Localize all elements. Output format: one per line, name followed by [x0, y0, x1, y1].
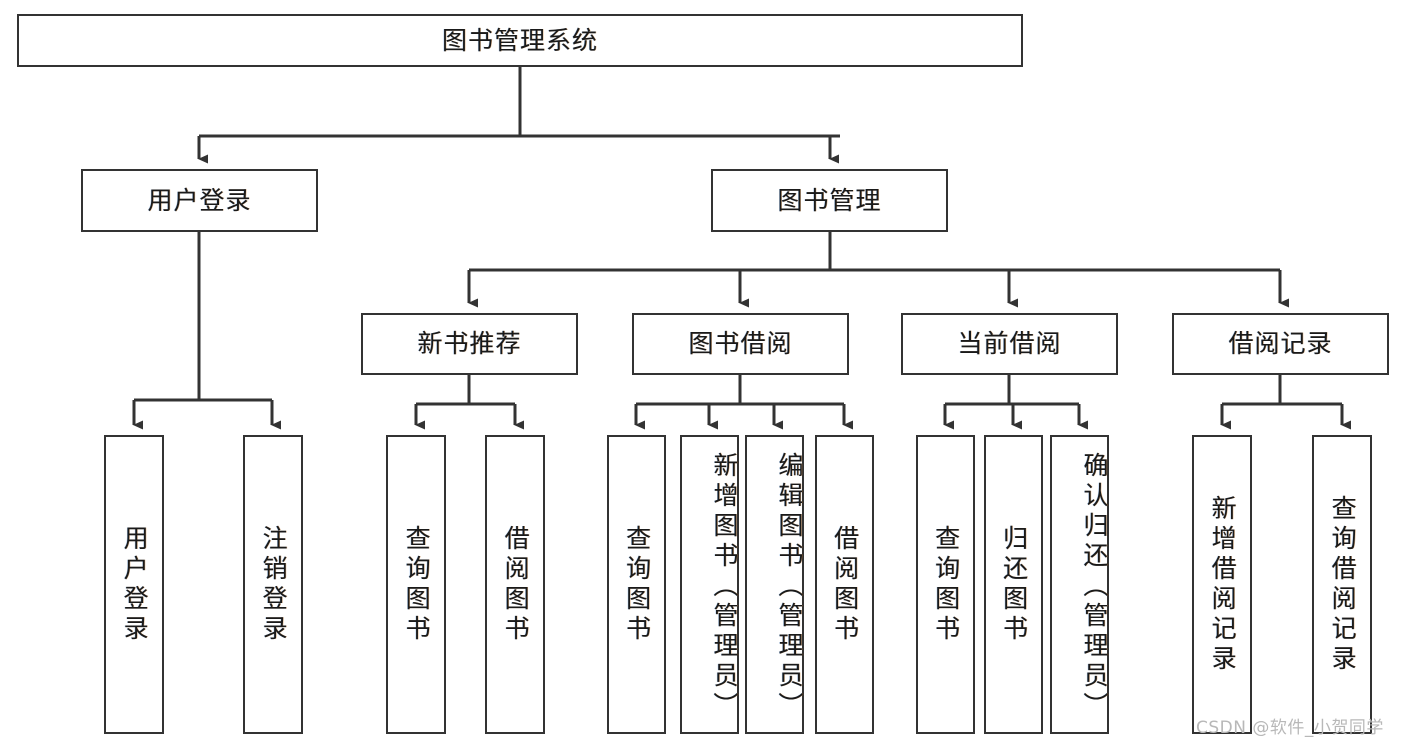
edge-newbook-to-leaves — [414, 375, 524, 430]
node-current-borrowing[interactable]: 当前借阅 — [901, 313, 1118, 375]
node-label: 当前借阅 — [957, 329, 1062, 359]
node-leaf-query-borrowing-record[interactable]: 查询借阅记录 — [1312, 435, 1372, 734]
node-label: 查询图书 — [622, 524, 652, 645]
node-label: 查询图书 — [402, 524, 432, 645]
node-leaf-add-book-admin[interactable]: 新增图书（管理员） — [680, 435, 739, 734]
edge-bookmgmt-to-level3 — [467, 232, 1289, 308]
node-book-borrowing[interactable]: 图书借阅 — [632, 313, 849, 375]
csdn-watermark: CSDN @软件_小贺同学 — [1196, 718, 1384, 738]
node-leaf-confirm-return-admin[interactable]: 确认归还（管理员） — [1050, 435, 1109, 734]
node-label: 注销登录 — [259, 524, 289, 645]
node-label: 借阅图书 — [501, 524, 531, 645]
node-label: 查询借阅记录 — [1328, 494, 1358, 675]
node-label: 图书管理系统 — [441, 25, 598, 55]
node-leaf-query-book-current[interactable]: 查询图书 — [916, 435, 975, 734]
node-borrowing-records[interactable]: 借阅记录 — [1172, 313, 1389, 375]
node-leaf-add-borrowing-record[interactable]: 新增借阅记录 — [1192, 435, 1252, 734]
node-label: 查询图书 — [931, 524, 961, 645]
node-label: 借阅图书 — [830, 524, 860, 645]
node-label: 新增图书（管理员） — [710, 451, 739, 722]
node-leaf-borrow-book-newbook[interactable]: 借阅图书 — [485, 435, 545, 734]
node-book-management-system[interactable]: 图书管理系统 — [17, 14, 1023, 67]
node-label: 归还图书 — [999, 524, 1029, 645]
node-label: 用户登录 — [147, 185, 252, 215]
node-book-management[interactable]: 图书管理 — [711, 169, 948, 232]
node-leaf-query-book-newbook[interactable]: 查询图书 — [386, 435, 446, 734]
node-label: 确认归还（管理员） — [1080, 451, 1109, 722]
node-label: 新增借阅记录 — [1208, 494, 1238, 675]
edge-borrowrecord-to-leaves — [1220, 375, 1351, 430]
node-label: 编辑图书（管理员） — [775, 451, 804, 722]
edge-root-to-level2 — [197, 67, 840, 164]
node-leaf-user-login[interactable]: 用户登录 — [104, 435, 164, 734]
edge-borrowbook-to-leaves — [634, 375, 853, 430]
node-new-book-recommendation[interactable]: 新书推荐 — [361, 313, 578, 375]
node-user-login[interactable]: 用户登录 — [81, 169, 318, 232]
node-leaf-borrow-book[interactable]: 借阅图书 — [815, 435, 874, 734]
node-leaf-logout[interactable]: 注销登录 — [243, 435, 303, 734]
node-leaf-query-book-borrowing[interactable]: 查询图书 — [607, 435, 666, 734]
node-leaf-edit-book-admin[interactable]: 编辑图书（管理员） — [745, 435, 804, 734]
node-label: 图书借阅 — [688, 329, 793, 359]
node-label: 图书管理 — [777, 185, 882, 215]
edge-userlogin-to-leaves — [132, 232, 281, 430]
node-label: 用户登录 — [120, 524, 150, 645]
edge-currentborrow-to-leaves — [943, 375, 1088, 430]
node-label: 借阅记录 — [1228, 329, 1333, 359]
node-label: 新书推荐 — [417, 329, 522, 359]
node-leaf-return-book[interactable]: 归还图书 — [984, 435, 1043, 734]
